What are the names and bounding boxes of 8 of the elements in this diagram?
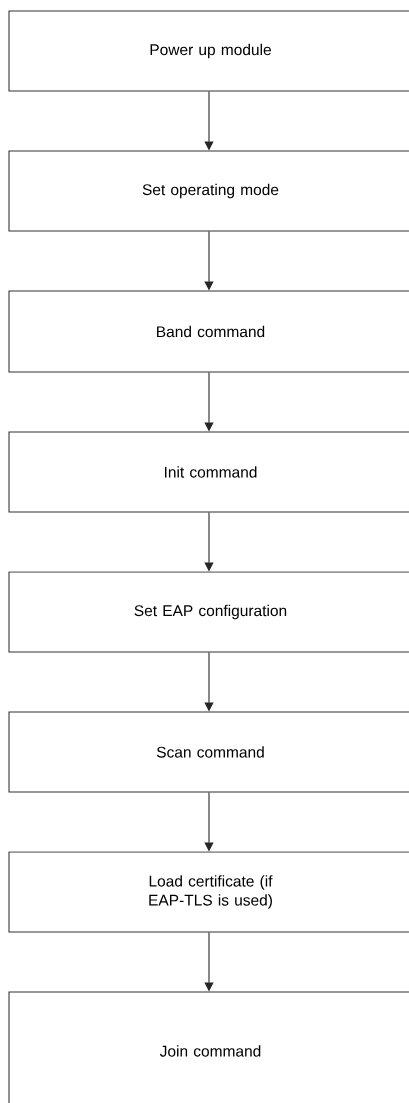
process-box: Load certificate (if EAP-TLS is used) [8,851,409,933]
process-box: Power up module [8,10,409,92]
process-box: Set EAP configuration [8,571,409,653]
process-box: Init command [8,431,409,513]
process-box: Band command [8,290,409,373]
process-box: Set operating mode [8,150,409,232]
process-box: Join command [8,991,409,1103]
process-box: Scan command [8,711,409,793]
